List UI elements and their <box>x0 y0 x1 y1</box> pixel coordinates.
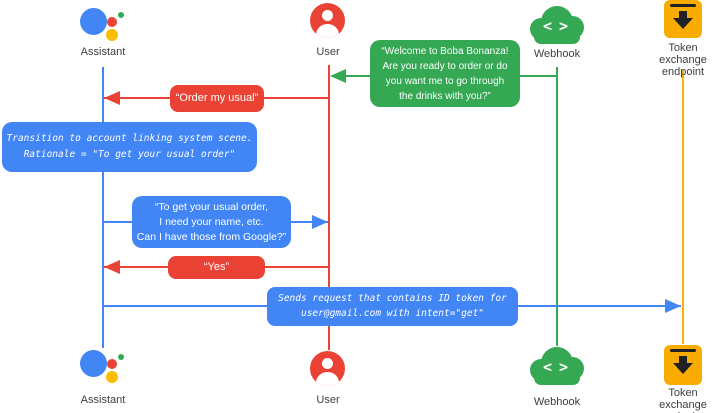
user-body-icon <box>316 24 339 38</box>
user-lifeline <box>328 65 330 350</box>
webhook-label-bottom: Webhook <box>533 396 581 408</box>
user-head-icon <box>322 10 333 21</box>
assistant-label-top: Assistant <box>80 46 126 58</box>
cloud-base <box>534 371 580 385</box>
code-bracket-right-icon: > <box>559 358 569 376</box>
token-endpoint-lifeline <box>682 70 684 344</box>
token-slot-icon <box>670 349 696 352</box>
yes-arrowhead-icon <box>104 260 120 274</box>
user-icon <box>310 3 345 38</box>
code-bracket-right-icon: > <box>559 17 569 35</box>
sends-request-message-bubble: Sends request that contains ID token for… <box>267 287 518 326</box>
user-label-bottom: User <box>316 394 340 406</box>
user-head-icon <box>322 358 333 369</box>
assistant-blue-dot-icon <box>80 350 107 377</box>
token-down-arrow-icon <box>673 363 693 374</box>
webhook-cloud-icon: < > <box>530 6 584 46</box>
transition-note-bubble: Transition to account linking system sce… <box>2 122 257 172</box>
assistant-icon <box>80 7 126 45</box>
welcome-arrowhead-icon <box>330 69 346 83</box>
assistant-green-dot-icon <box>118 354 124 360</box>
assistant-blue-dot-icon <box>80 8 107 35</box>
sends-request-arrowhead-icon <box>665 299 681 313</box>
assistant-icon-bottom <box>80 349 126 387</box>
token-arrow-stem-icon <box>679 356 687 364</box>
assistant-label-bottom: Assistant <box>80 394 126 406</box>
assistant-red-dot-icon <box>107 359 117 369</box>
user-body-icon <box>316 372 339 386</box>
assistant-yellow-dot-icon <box>106 29 118 41</box>
assistant-lifeline <box>102 67 104 348</box>
ask-info-message-bubble: “To get your usual order, I need your na… <box>132 196 291 248</box>
token-down-arrow-icon <box>673 18 693 29</box>
token-slot-icon <box>670 4 696 7</box>
webhook-cloud-icon-bottom: < > <box>530 347 584 387</box>
webhook-lifeline <box>556 67 558 346</box>
user-icon-bottom <box>310 351 345 386</box>
code-bracket-left-icon: < <box>543 17 553 35</box>
ask-info-arrowhead-icon <box>312 215 328 229</box>
token-endpoint-icon <box>664 0 702 38</box>
assistant-red-dot-icon <box>107 17 117 27</box>
assistant-yellow-dot-icon <box>106 371 118 383</box>
token-endpoint-icon-bottom <box>664 345 702 385</box>
token-endpoint-label-top: Token exchange endpoint <box>659 42 707 78</box>
yes-message-bubble: “Yes” <box>168 256 265 279</box>
token-endpoint-label-bottom: Token exchange endpoint <box>659 387 707 413</box>
webhook-label-top: Webhook <box>533 48 581 60</box>
token-arrow-stem-icon <box>679 11 687 19</box>
code-bracket-left-icon: < <box>543 358 553 376</box>
user-label-top: User <box>316 46 340 58</box>
assistant-green-dot-icon <box>118 12 124 18</box>
cloud-base <box>534 30 580 44</box>
welcome-message-bubble: “Welcome to Boba Bonanza! Are you ready … <box>370 40 520 107</box>
order-usual-message-bubble: “Order my usual” <box>170 85 264 112</box>
order-usual-arrowhead-icon <box>104 91 120 105</box>
